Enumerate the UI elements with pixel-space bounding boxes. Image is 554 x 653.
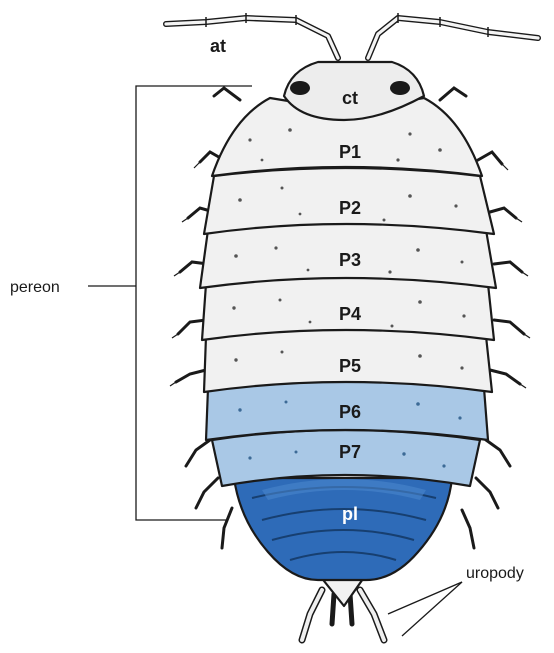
label-ct: ct [342,88,358,108]
label-at: at [210,36,226,56]
label-p5: P5 [339,356,361,376]
label-p1: P1 [339,142,361,162]
pleon [234,478,452,580]
label-p3: P3 [339,250,361,270]
label-p4: P4 [339,304,361,324]
label-p6: P6 [339,402,361,422]
label-pl: pl [342,504,358,524]
label-pereon: pereon [10,279,60,296]
label-p7: P7 [339,442,361,462]
uropods-callout: uropody [388,565,524,636]
label-uropody: uropody [466,565,524,582]
label-p2: P2 [339,198,361,218]
